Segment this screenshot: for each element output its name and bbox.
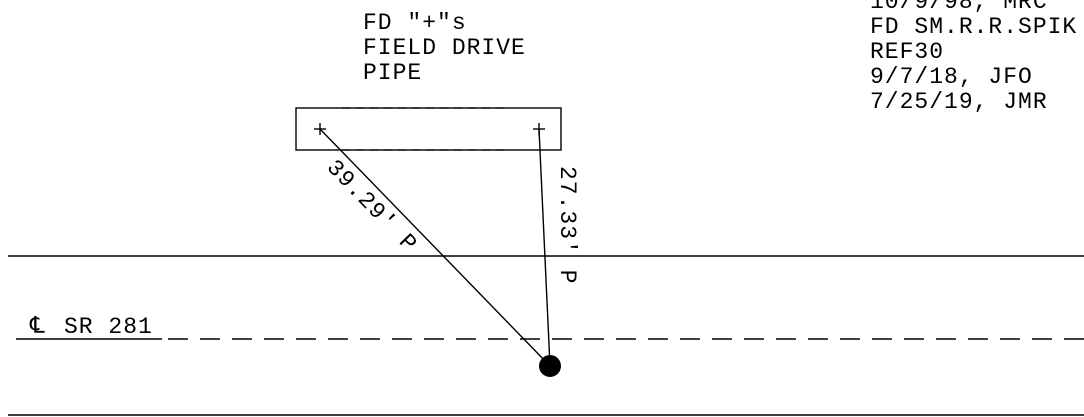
note-reference: REF30: [870, 39, 944, 65]
tie-line-diagonal: [319, 128, 551, 367]
note-field-drive: FIELD DRIVE: [363, 35, 526, 61]
note-date-jfo: 9/7/18, JFO: [870, 64, 1033, 90]
centerline-label: ℄ SR 281: [16, 314, 162, 340]
note-found-crosses: FD "+"s: [363, 10, 467, 36]
centerline-road-name: SR 281: [64, 314, 153, 340]
found-spike-point: [539, 355, 561, 377]
field-notes-right: 10/9/98, MRC FD SM.R.R.SPIK REF30 9/7/18…: [870, 0, 1077, 115]
centerline-symbol: ℄: [29, 314, 46, 340]
tie-line-vertical: [538, 128, 551, 367]
note-date-jmr: 7/25/19, JMR: [870, 89, 1048, 115]
note-date-mrc: 10/9/98, MRC: [870, 0, 1048, 15]
note-pipe: PIPE: [363, 60, 422, 86]
field-drive-pipe-box: [295, 107, 562, 151]
dimension-diagonal-label: 39.29' P: [321, 155, 422, 258]
pipe-box-outline: [295, 107, 562, 151]
note-found-spike: FD SM.R.R.SPIK: [870, 14, 1077, 40]
field-notes-left: FD "+"s FIELD DRIVE PIPE: [363, 10, 526, 86]
dimension-vertical-label: 27.33' P: [554, 166, 580, 284]
